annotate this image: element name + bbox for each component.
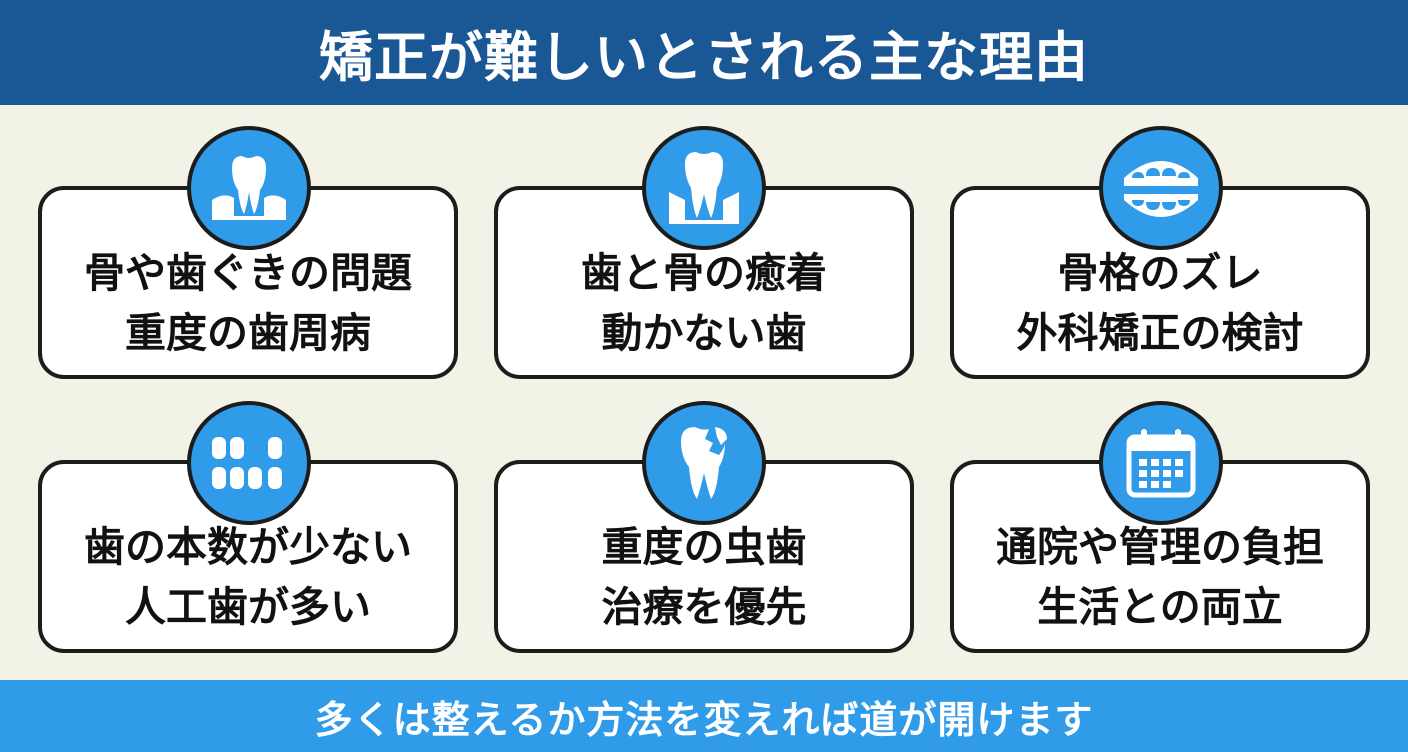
card-4-line-2: 人工歯が多い bbox=[125, 582, 371, 631]
header-banner: 矯正が難しいとされる主な理由 bbox=[0, 0, 1408, 105]
card-6-line-2: 生活との両立 bbox=[1037, 582, 1283, 631]
broken-tooth-icon bbox=[642, 401, 766, 525]
reason-card-6: 通院や管理の負担 生活との両立 bbox=[950, 460, 1370, 653]
card-5-line-1: 重度の虫歯 bbox=[601, 522, 807, 571]
card-1-line-1: 骨や歯ぐきの問題 bbox=[84, 248, 412, 297]
footer-banner: 多くは整えるか方法を変えれば道が開けます bbox=[0, 680, 1408, 752]
card-2-line-2: 動かない歯 bbox=[601, 308, 807, 357]
tooth-in-bone-icon bbox=[642, 126, 766, 250]
gum-recession-tooth-icon bbox=[187, 126, 311, 250]
card-3-line-2: 外科矯正の検討 bbox=[1016, 308, 1304, 357]
reason-card-5: 重度の虫歯 治療を優先 bbox=[494, 460, 914, 653]
card-5-line-2: 治療を優先 bbox=[601, 582, 807, 631]
card-4-line-1: 歯の本数が少ない bbox=[84, 522, 412, 571]
calendar-icon bbox=[1099, 401, 1223, 525]
card-2-line-1: 歯と骨の癒着 bbox=[581, 248, 827, 297]
denture-icon bbox=[1099, 126, 1223, 250]
page-title: 矯正が難しいとされる主な理由 bbox=[319, 26, 1089, 89]
footer-message: 多くは整えるか方法を変えれば道が開けます bbox=[314, 697, 1094, 742]
card-3-line-1: 骨格のズレ bbox=[1057, 248, 1263, 297]
card-6-line-1: 通院や管理の負担 bbox=[996, 522, 1324, 571]
card-1-line-2: 重度の歯周病 bbox=[125, 308, 371, 357]
missing-teeth-icon bbox=[187, 401, 311, 525]
